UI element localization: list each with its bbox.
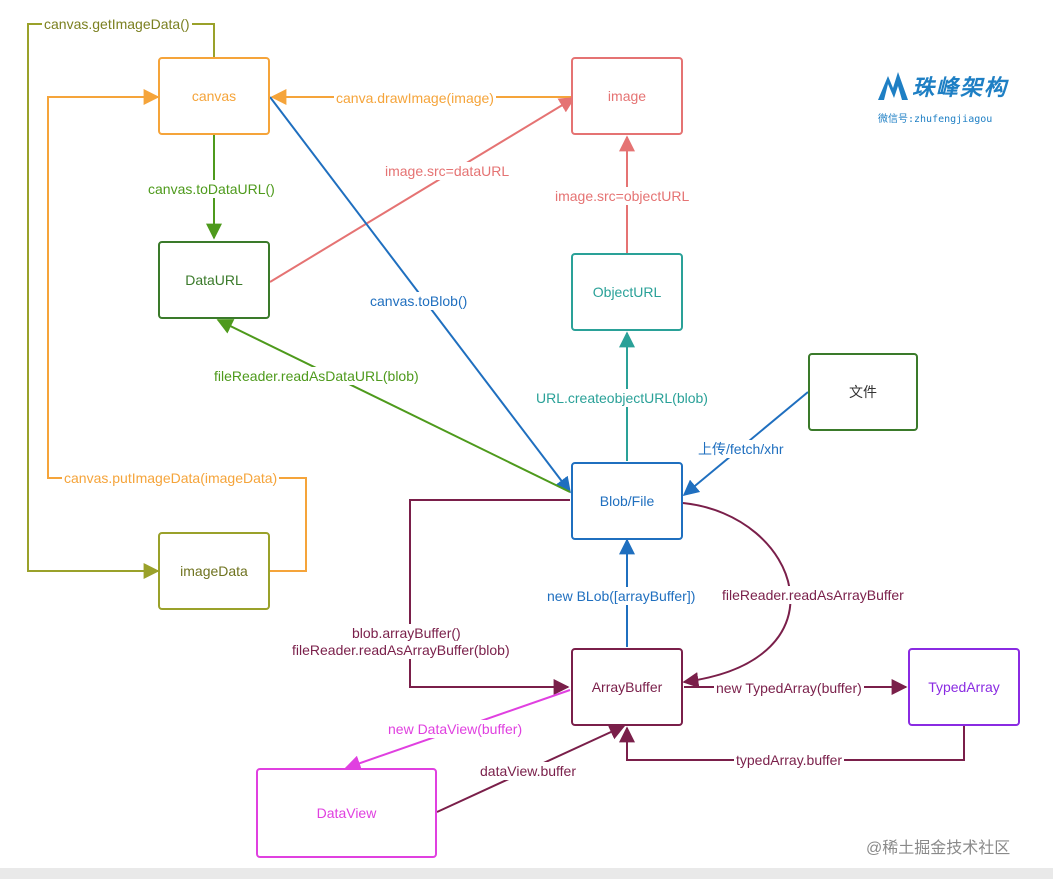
label-image-src-dataurl: image.src=dataURL (383, 162, 512, 180)
edge-put-image-data (47, 89, 307, 572)
mountain-icon (878, 72, 908, 100)
node-image-label: image (607, 88, 647, 104)
label-to-blob: canvas.toBlob() (368, 292, 470, 310)
label-create-object-url: URL.createobjectURL(blob) (534, 389, 710, 407)
frame-bottom-bar (0, 868, 1053, 879)
brand-title: 珠峰架构 (912, 76, 1009, 101)
node-blob-label: Blob/File (599, 493, 655, 509)
node-dataview[interactable]: DataView (256, 768, 437, 858)
label-image-src-objecturl: image.src=objectURL (553, 187, 692, 205)
label-typedarray-buffer: typedArray.buffer (734, 751, 845, 769)
node-imagedata[interactable]: imageData (158, 532, 270, 610)
brand-subtitle: 微信号:zhufengjiagou (878, 114, 993, 125)
edge-image-src-dataurl (269, 97, 576, 283)
node-image[interactable]: image (571, 57, 683, 135)
node-typedarray[interactable]: TypedArray (908, 648, 1020, 726)
label-dataview-buffer: dataView.buffer (478, 762, 579, 780)
label-read-as-dataurl: fileReader.readAsDataURL(blob) (212, 367, 421, 385)
label-upload-fetch-xhr: 上传/fetch/xhr (696, 440, 786, 458)
brand-logo: 珠峰架构 微信号:zhufengjiagou (876, 68, 1026, 128)
node-file[interactable]: 文件 (808, 353, 918, 431)
label-get-image-data: canvas.getImageData() (42, 15, 192, 33)
edge-read-as-dataurl (216, 319, 571, 493)
label-new-dataview: new DataView(buffer) (386, 720, 525, 738)
edge-blob-arraybuffer (409, 499, 570, 695)
watermark: @稀土掘金技术社区 (866, 840, 1011, 857)
node-objecturl-label: ObjectURL (592, 284, 662, 300)
label-blob-arraybuffer: blob.arrayBuffer() (350, 624, 463, 642)
label-new-typed-array: new TypedArray(buffer) (714, 679, 864, 697)
node-canvas[interactable]: canvas (158, 57, 270, 135)
node-file-label: 文件 (849, 384, 877, 400)
node-dataurl-label: DataURL (185, 272, 243, 288)
label-draw-image: canva.drawImage(image) (334, 89, 496, 107)
node-canvas-label: canvas (191, 88, 237, 104)
node-arraybuffer[interactable]: ArrayBuffer (571, 648, 683, 726)
node-dataurl[interactable]: DataURL (158, 241, 270, 319)
node-dataview-label: DataView (316, 805, 377, 821)
label-new-blob: new BLob([arrayBuffer]) (545, 587, 698, 605)
node-objecturl[interactable]: ObjectURL (571, 253, 683, 331)
label-put-image-data: canvas.putImageData(imageData) (62, 469, 280, 487)
node-typedarray-label: TypedArray (928, 679, 1000, 695)
node-arraybuffer-label: ArrayBuffer (591, 679, 663, 695)
edge-get-image-data (27, 23, 215, 579)
label-read-as-arraybuffer-right: fileReader.readAsArrayBuffer (720, 586, 906, 604)
node-imagedata-label: imageData (180, 563, 248, 579)
label-to-data-url: canvas.toDataURL() (146, 180, 277, 198)
node-blob[interactable]: Blob/File (571, 462, 683, 540)
label-read-as-arraybuffer-left: fileReader.readAsArrayBuffer(blob) (290, 641, 512, 659)
